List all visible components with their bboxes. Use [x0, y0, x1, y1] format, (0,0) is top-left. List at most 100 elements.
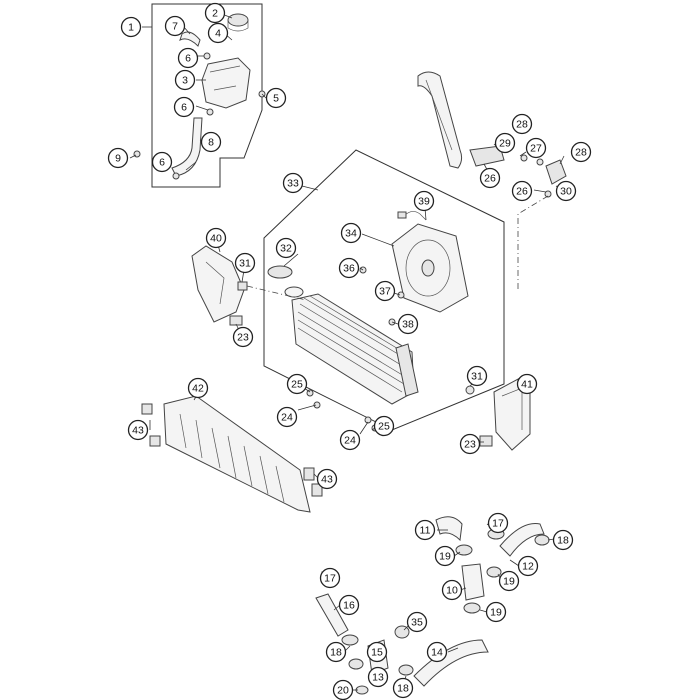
callout-number: 16	[343, 600, 355, 612]
callout-number: 31	[471, 371, 483, 383]
callout-circle	[570, 141, 592, 163]
left-spoiler-group	[191, 237, 307, 337]
callout-number: 5	[273, 93, 279, 105]
callout-32: 32	[275, 237, 297, 259]
callout-number: 32	[280, 243, 292, 255]
callout-number: 18	[557, 535, 569, 547]
callout-circle	[397, 313, 419, 335]
callout-11: 11	[414, 519, 436, 541]
callout-number: 19	[503, 576, 515, 588]
callout-35: 35	[406, 611, 428, 633]
callout-circle	[426, 641, 448, 663]
radiator-bracket	[417, 71, 463, 169]
callout-number: 19	[439, 551, 451, 563]
callout-26: 26	[479, 167, 501, 189]
callout-circle	[234, 252, 256, 274]
callout-circle	[441, 579, 463, 601]
callout-number: 1	[128, 22, 134, 34]
tank-cap	[227, 13, 249, 27]
callout-number: 3	[182, 75, 188, 87]
callout-number: 33	[287, 178, 299, 190]
callout-circle	[265, 87, 287, 109]
callout-31: 31	[466, 365, 488, 387]
callout-circle	[316, 468, 338, 490]
callout-13: 13	[367, 666, 389, 688]
callout-27: 27	[525, 137, 547, 159]
callout-7: 7	[164, 15, 186, 37]
callout-circle	[434, 545, 456, 567]
callout-number: 26	[516, 186, 528, 198]
callout-17: 17	[487, 512, 509, 534]
callout-circle	[338, 257, 360, 279]
callout-25: 25	[373, 415, 395, 437]
hose-11	[435, 516, 463, 542]
callout-12: 12	[517, 555, 539, 577]
expansion-tank-group	[129, 3, 267, 188]
radiator-guard-group	[141, 389, 323, 513]
callout-circle	[282, 172, 304, 194]
callout-number: 37	[379, 286, 391, 298]
callout-23: 23	[232, 326, 254, 348]
callout-circle	[338, 594, 360, 616]
callout-circle	[517, 555, 539, 577]
callout-number: 42	[192, 383, 204, 395]
callout-number: 15	[371, 647, 383, 659]
bracket-holder	[545, 159, 567, 185]
callout-number: 17	[324, 573, 336, 585]
callout-circle	[174, 69, 196, 91]
callout-number: 13	[372, 672, 384, 684]
thermostat-hose-group	[435, 516, 555, 614]
callout-number: 28	[575, 147, 587, 159]
callout-number: 12	[522, 561, 534, 573]
callout-number: 25	[291, 379, 303, 391]
callout-number: 40	[210, 233, 222, 245]
callout-circle	[319, 567, 341, 589]
callout-number: 17	[492, 518, 504, 530]
callout-40: 40	[205, 227, 227, 249]
callout-number: 28	[516, 119, 528, 131]
callout-circle	[516, 373, 538, 395]
callout-8: 8	[200, 131, 222, 153]
callout-circle	[164, 15, 186, 37]
callout-circle	[525, 137, 547, 159]
callout-circle	[200, 131, 222, 153]
callout-number: 10	[446, 585, 458, 597]
callout-circle	[173, 96, 195, 118]
callout-number: 39	[418, 196, 430, 208]
radiator-frame	[263, 149, 505, 431]
tank-group-frame	[151, 3, 263, 188]
callout-circle	[485, 601, 507, 623]
callout-6: 6	[173, 96, 195, 118]
callout-25: 25	[286, 373, 308, 395]
callout-number: 19	[490, 607, 502, 619]
drain-hose	[171, 117, 203, 177]
callout-9: 9	[107, 147, 129, 169]
callout-30: 30	[555, 180, 577, 202]
callout-26: 26	[511, 180, 533, 202]
callout-circle	[275, 237, 297, 259]
callout-circle	[511, 180, 533, 202]
callout-4: 4	[207, 22, 229, 44]
callout-18: 18	[325, 641, 347, 663]
callout-circle	[151, 151, 173, 173]
callout-number: 18	[397, 683, 409, 695]
callout-16: 16	[338, 594, 360, 616]
callout-circle	[479, 167, 501, 189]
callout-circle	[107, 147, 129, 169]
callout-circle	[340, 222, 362, 244]
callout-number: 6	[181, 102, 187, 114]
callout-circle	[413, 190, 435, 212]
callout-43: 43	[316, 468, 338, 490]
callout-17: 17	[319, 567, 341, 589]
callout-19: 19	[485, 601, 507, 623]
radiator-group	[263, 149, 505, 435]
hose-12	[499, 522, 545, 557]
callout-circle	[494, 132, 516, 154]
callout-circle	[286, 373, 308, 395]
callout-24: 24	[339, 429, 361, 451]
callout-circle	[207, 22, 229, 44]
callout-number: 34	[345, 228, 357, 240]
callout-number: 7	[172, 21, 178, 33]
callout-circle	[177, 47, 199, 69]
